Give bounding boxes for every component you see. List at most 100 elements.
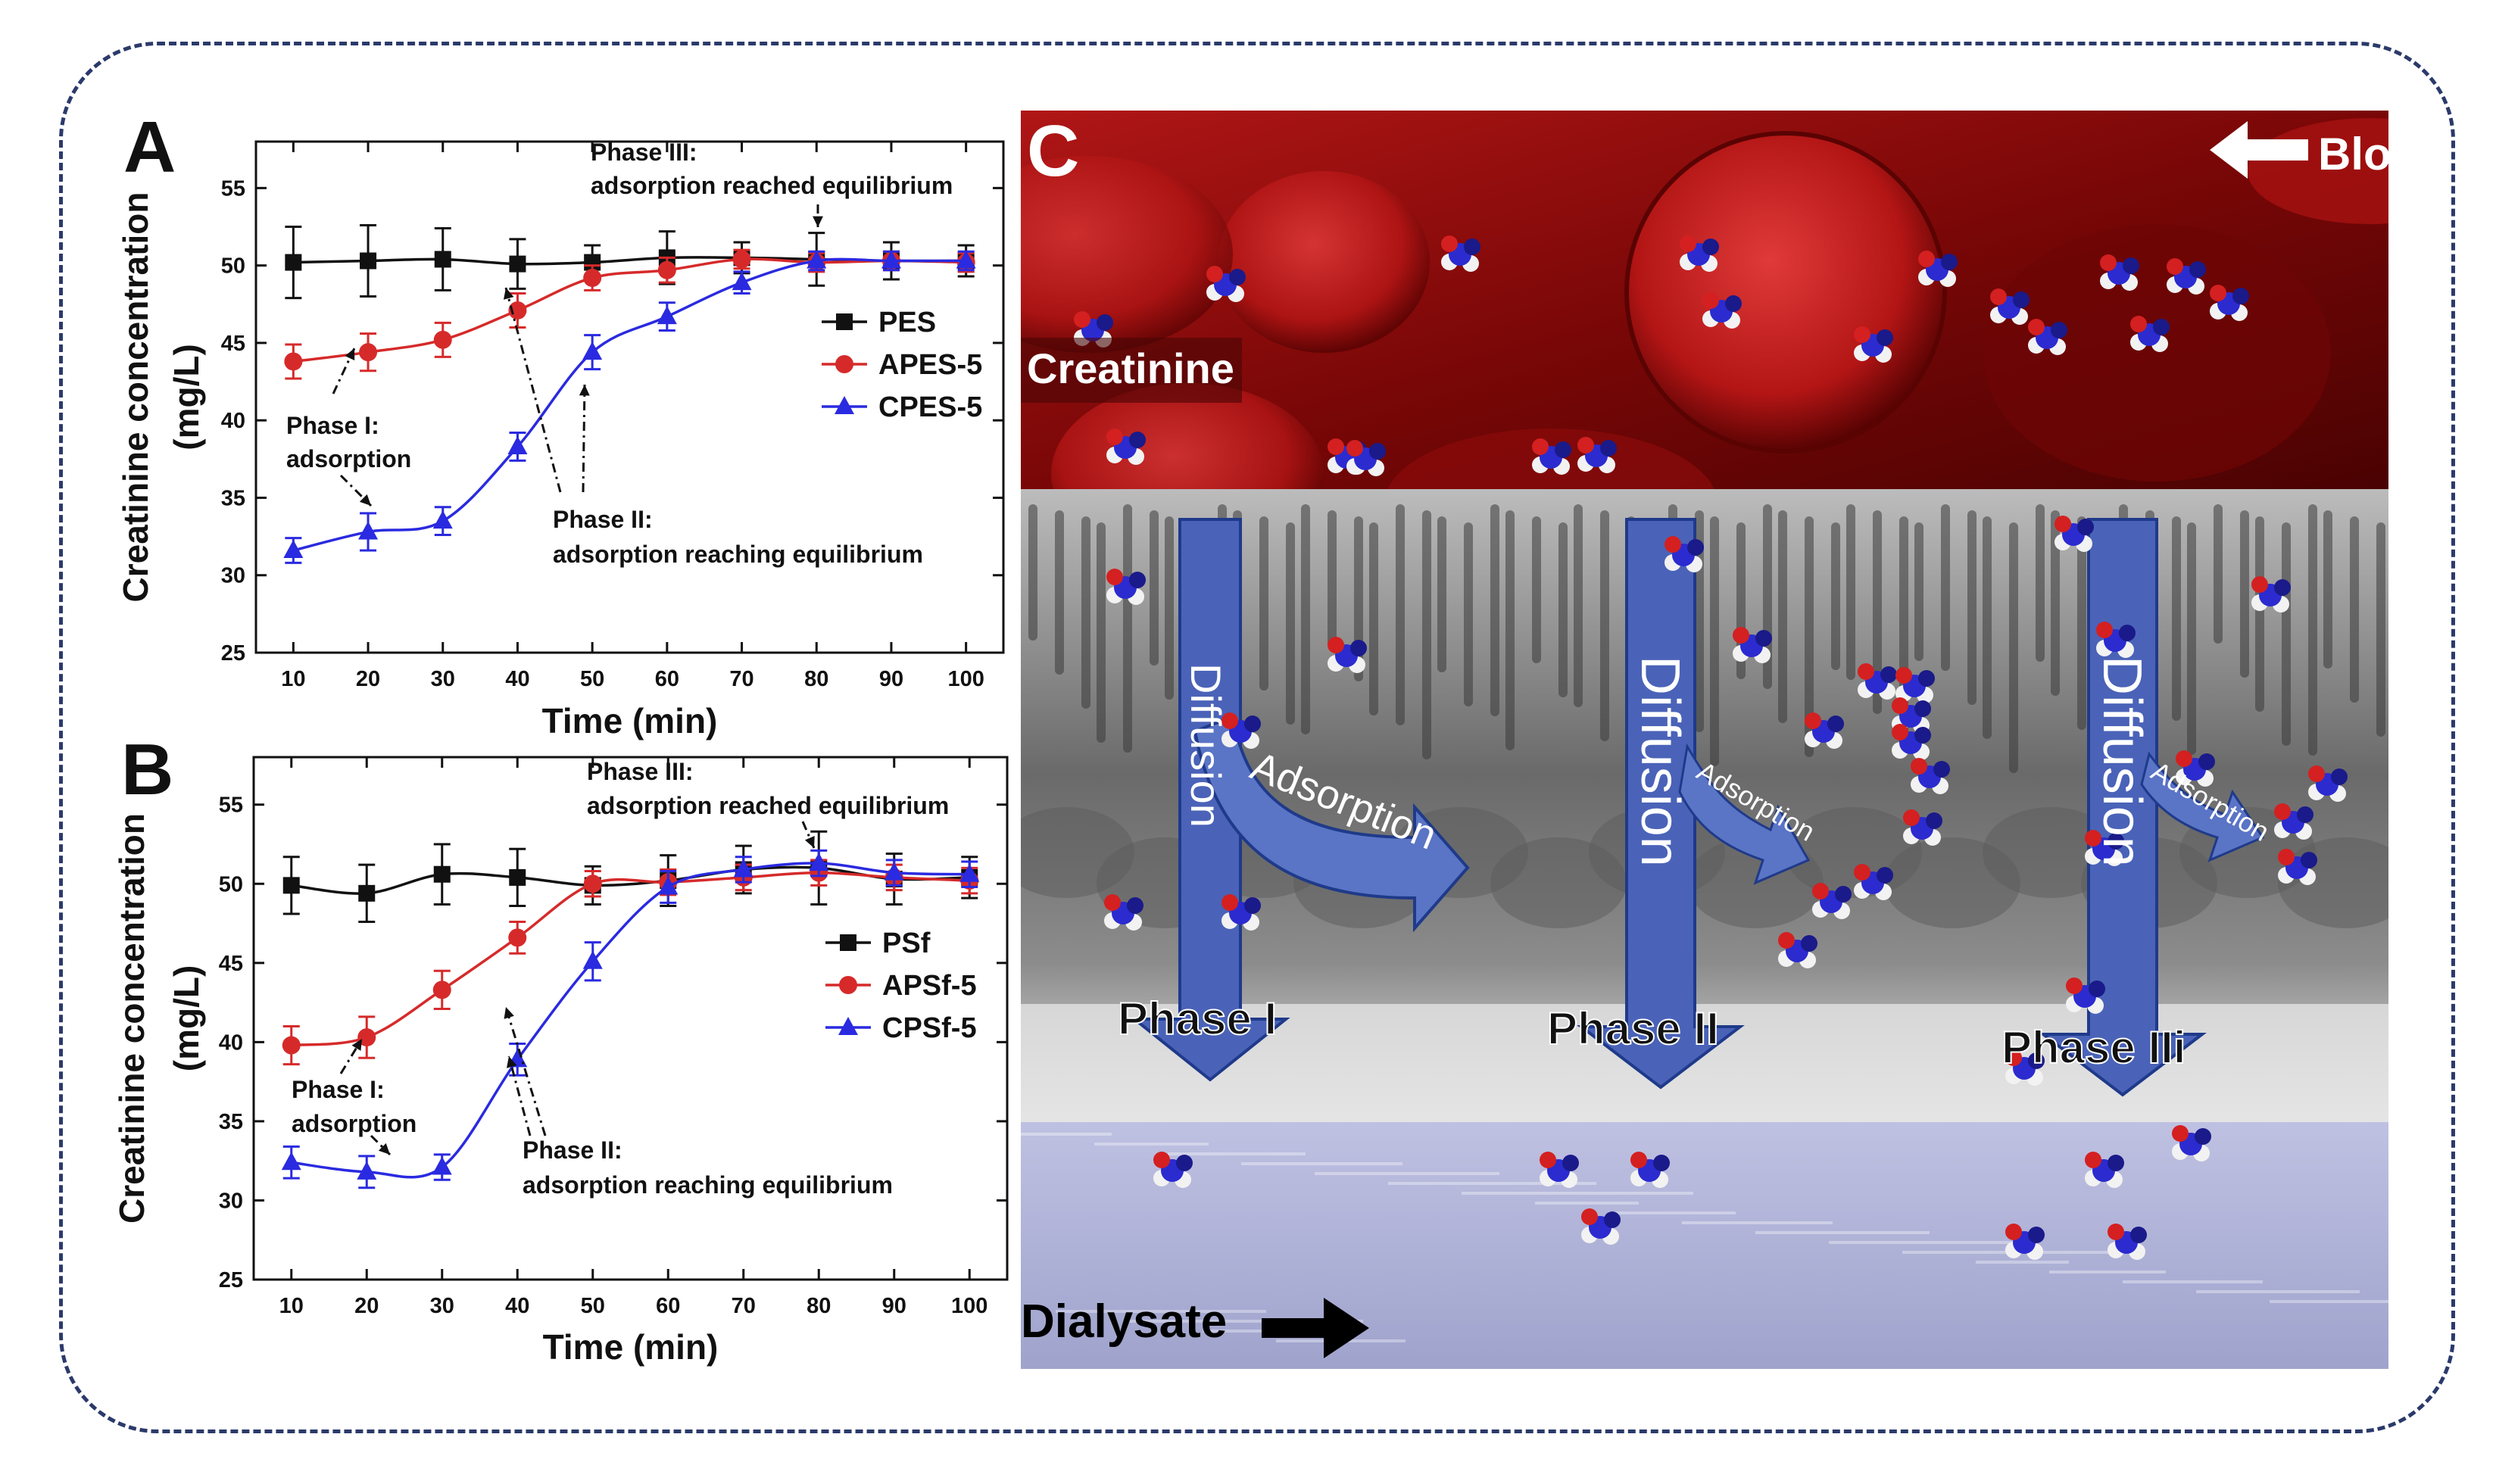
atom-o	[2308, 765, 2325, 782]
creatinine-molecule	[2085, 1152, 2124, 1188]
creatinine-molecule	[1630, 1152, 1670, 1188]
atom-n	[2130, 1227, 2147, 1243]
y-tick-label: 25	[219, 1268, 243, 1292]
pore	[1846, 504, 1855, 680]
streak	[2196, 1290, 2360, 1293]
phase-2-label: Phase II	[1547, 1003, 1719, 1054]
creatinine-molecule	[1206, 266, 1246, 302]
x-tick-label: 30	[430, 1294, 454, 1318]
creatinine-molecule	[1221, 894, 1261, 931]
y-tick-label: 40	[221, 409, 245, 433]
creatinine-molecule	[1903, 809, 1942, 846]
pore	[1123, 504, 1132, 753]
atom-n	[1129, 572, 1146, 588]
data-point	[509, 255, 526, 273]
streak	[1829, 1241, 2026, 1244]
panel-c-letter: C	[1027, 111, 1079, 192]
x-tick-label: 80	[807, 1294, 831, 1318]
x-tick-label: 90	[882, 1294, 906, 1318]
streak	[1462, 1192, 1693, 1195]
atom-o	[2085, 830, 2101, 846]
atom-n	[2195, 1128, 2211, 1145]
dialysate-label: Dialysate	[1021, 1295, 1227, 1348]
pore	[1301, 504, 1310, 734]
atom-o	[1918, 251, 1935, 267]
atom-o	[1854, 326, 1870, 343]
atom-o	[2028, 319, 2045, 335]
creatinine-molecule	[1911, 758, 1950, 794]
y-axis-label: Creatinine concentration	[112, 813, 151, 1224]
atom-o	[1328, 438, 1344, 455]
pore	[1778, 510, 1787, 723]
atom-n	[1229, 269, 1246, 285]
atom-n	[1725, 295, 1742, 312]
atom-o	[1221, 712, 1238, 729]
series-line	[291, 871, 970, 1047]
atom-o	[2130, 316, 2147, 332]
series-line	[292, 257, 966, 552]
annotation-phase3_line1: Phase III:	[587, 758, 694, 785]
streak	[1168, 1152, 1306, 1155]
legend-label: PES	[878, 307, 936, 338]
pore	[1259, 516, 1268, 691]
streak	[1203, 1330, 1309, 1333]
streak	[1315, 1172, 1499, 1175]
atom-o	[1106, 569, 1123, 585]
pore	[1396, 504, 1405, 725]
pore	[1831, 522, 1840, 670]
atom-o	[1221, 894, 1238, 911]
atom-n	[2274, 579, 2291, 596]
atom-n	[2108, 833, 2124, 850]
legend-label: APSf-5	[882, 970, 977, 1002]
creatinine-molecule	[1665, 536, 1704, 572]
streak	[1094, 1143, 1209, 1146]
creatinine-molecule	[1858, 663, 1897, 700]
x-tick-label: 20	[354, 1294, 379, 1318]
atom-n	[1244, 897, 1261, 914]
atom-o	[2096, 622, 2113, 638]
x-tick-label: 60	[656, 1294, 680, 1318]
y-tick-label: 30	[219, 1189, 243, 1213]
creatinine-molecule	[1106, 569, 1146, 605]
creatinine-molecule	[2172, 1125, 2211, 1161]
atom-o	[1540, 1152, 1556, 1168]
legend-label: APES-5	[878, 349, 982, 381]
data-point	[432, 510, 453, 529]
data-point	[360, 252, 377, 270]
streak	[2270, 1300, 2388, 1303]
pore	[2376, 522, 2385, 737]
phase-3-label: Phase IIi	[2001, 1022, 2186, 1073]
atom-n	[1926, 812, 1942, 829]
y-axis-unit: (mg/L)	[167, 965, 206, 1072]
atom-o	[1892, 724, 1908, 740]
creatinine-molecule	[2278, 849, 2317, 885]
creatinine-molecule	[2274, 803, 2313, 840]
y-tick-label: 45	[221, 332, 245, 356]
diffusion-label-1: Diffusion	[1182, 663, 1230, 828]
atom-n	[1464, 238, 1480, 255]
data-point	[284, 352, 303, 371]
data-point	[433, 330, 452, 349]
pore	[1983, 516, 1992, 739]
atom-o	[1733, 627, 1749, 644]
atom-o	[2066, 977, 2083, 994]
creatinine-molecule	[1153, 1152, 1193, 1188]
atom-o	[1577, 437, 1594, 454]
atom-n	[2028, 1227, 2045, 1243]
atom-o	[1441, 235, 1458, 252]
atom-o	[2085, 1152, 2101, 1168]
annotation-phase3_line2: adsorption reached equilibrium	[587, 792, 949, 819]
pore	[2255, 516, 2264, 712]
atom-o	[2005, 1224, 2022, 1240]
blood-label: Blood	[2318, 129, 2388, 179]
pore	[2077, 516, 2086, 730]
x-tick-label: 60	[655, 667, 679, 691]
atom-n	[2013, 292, 2030, 308]
atom-n	[1880, 666, 1897, 683]
creatinine-molecule	[2251, 576, 2291, 613]
atom-o	[2278, 849, 2295, 865]
y-tick-label: 50	[221, 254, 245, 279]
atom-n	[1801, 935, 1817, 952]
pore	[1600, 510, 1609, 741]
